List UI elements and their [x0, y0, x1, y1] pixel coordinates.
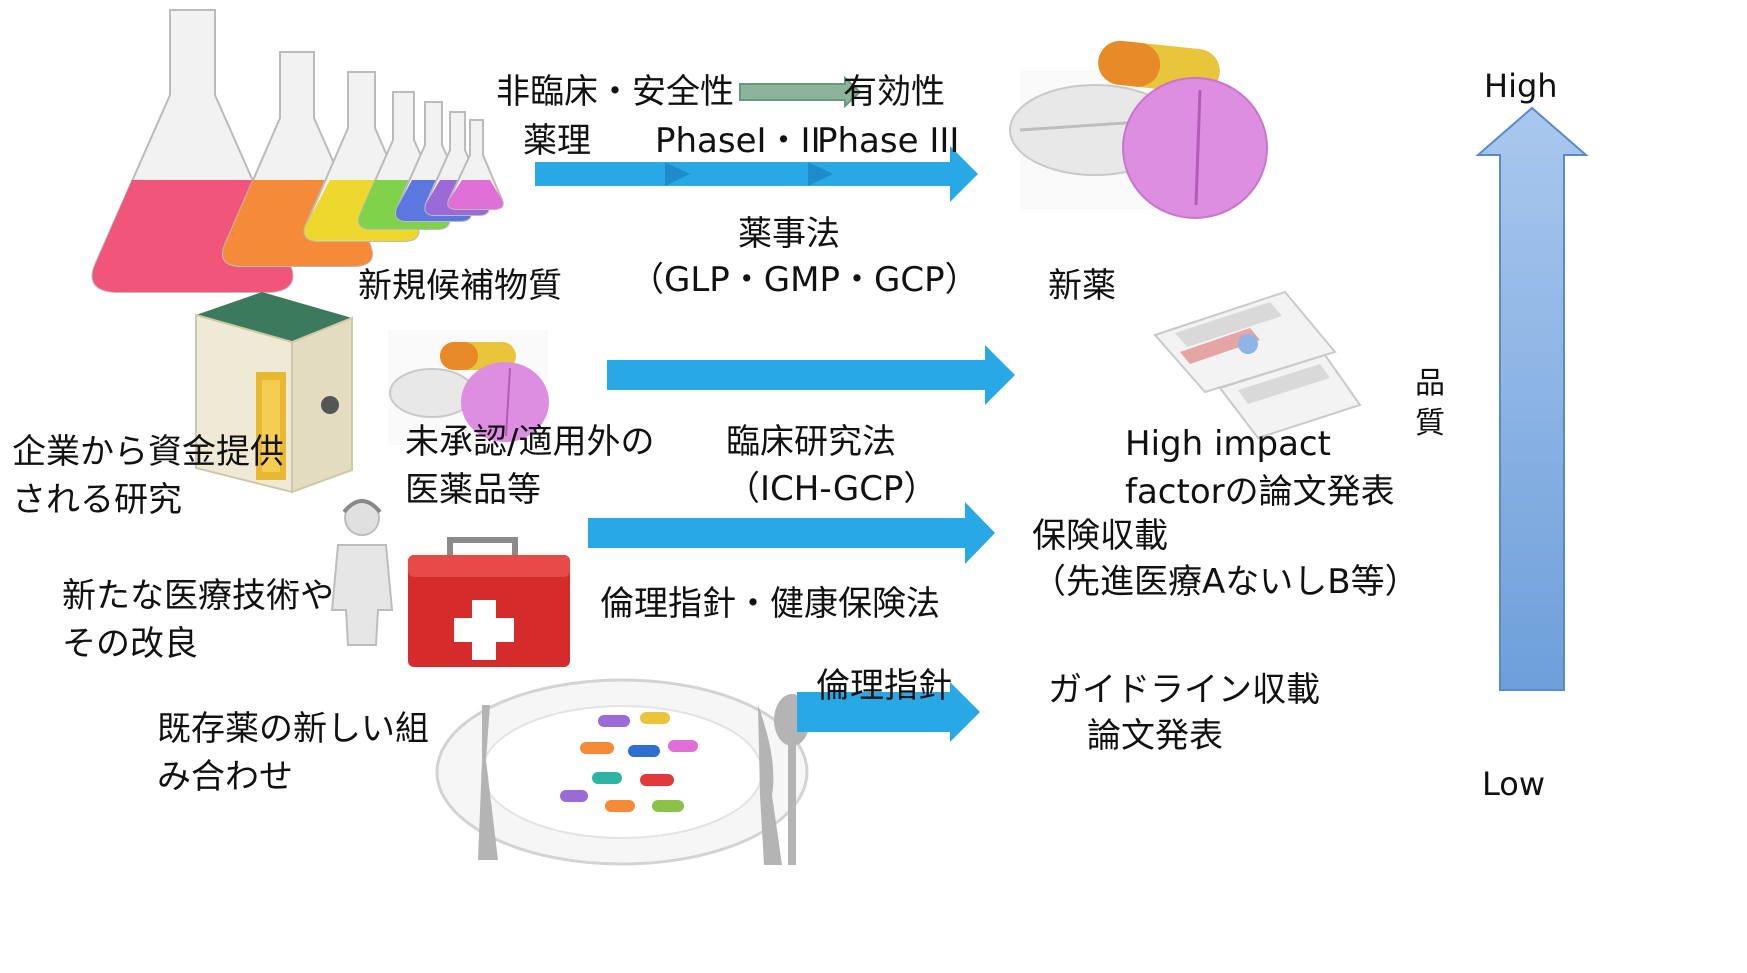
label-clinical-research-act: 臨床研究法 — [726, 422, 896, 462]
label-new-drug: 新薬 — [1048, 266, 1116, 306]
label-insurance-listing: 保険収載 — [1032, 516, 1168, 556]
safe-illustration — [195, 292, 353, 494]
label-efficacy: 有効性 — [843, 72, 945, 112]
doctor-illustration — [330, 499, 394, 646]
label-new-candidate-substance: 新規候補物質 — [358, 266, 562, 306]
label-advanced-medical-care: （先進医療AないしB等） — [1032, 562, 1419, 602]
label-unapproved-off-label-drugs: 未承認/適用外の医薬品等 — [405, 422, 655, 510]
arrow-row4 — [797, 682, 980, 742]
label-nonclinical-safety: 非臨床・安全性 — [496, 72, 734, 112]
flasks-illustration — [91, 9, 504, 293]
arrow-row3 — [588, 502, 995, 564]
label-phase-3: Phase III — [817, 121, 960, 161]
pills-illustration-small — [388, 330, 549, 445]
arrow-safety-to-efficacy — [739, 75, 862, 109]
label-pharmaceutical-law: 薬事法 — [738, 214, 840, 254]
label-ich-gcp: （ICH-GCP） — [726, 469, 938, 509]
label-ethics-health-insurance-law: 倫理指針・健康保険法 — [600, 584, 940, 624]
label-new-drug-combination: 既存薬の新しい組み合わせ — [157, 709, 429, 797]
label-quality: 品質 — [1415, 366, 1445, 441]
pills-illustration-large — [1009, 40, 1268, 219]
label-ethics-guidelines: 倫理指針 — [816, 666, 952, 706]
arrow-row2 — [607, 345, 1015, 405]
label-quality-high: High — [1484, 67, 1558, 105]
arrow-row1-chevron-b — [808, 162, 833, 186]
quality-axis-arrow — [1475, 106, 1589, 691]
first-aid-box-illustration — [408, 537, 570, 667]
label-industry-funded-research: 企業から資金提供される研究 — [12, 432, 284, 520]
label-quality-low: Low — [1482, 765, 1546, 803]
label-high-impact-publication: High impact factorの論文発表 — [1125, 424, 1395, 512]
plate-illustration — [435, 678, 810, 866]
label-guideline-listing: ガイドライン収載 — [1048, 670, 1320, 710]
label-new-medical-technology: 新たな医療技術やその改良 — [62, 576, 334, 664]
label-paper-publication: 論文発表 — [1087, 716, 1223, 756]
arrow-row1-chevron-a — [665, 162, 690, 186]
papers-illustration — [1153, 290, 1362, 440]
label-glp-gmp-gcp: （GLP・GMP・GCP） — [630, 260, 979, 300]
label-phase-1-2: PhaseI・II — [655, 121, 821, 161]
label-pharmacology: 薬理 — [523, 121, 591, 161]
arrow-row1 — [535, 146, 978, 202]
